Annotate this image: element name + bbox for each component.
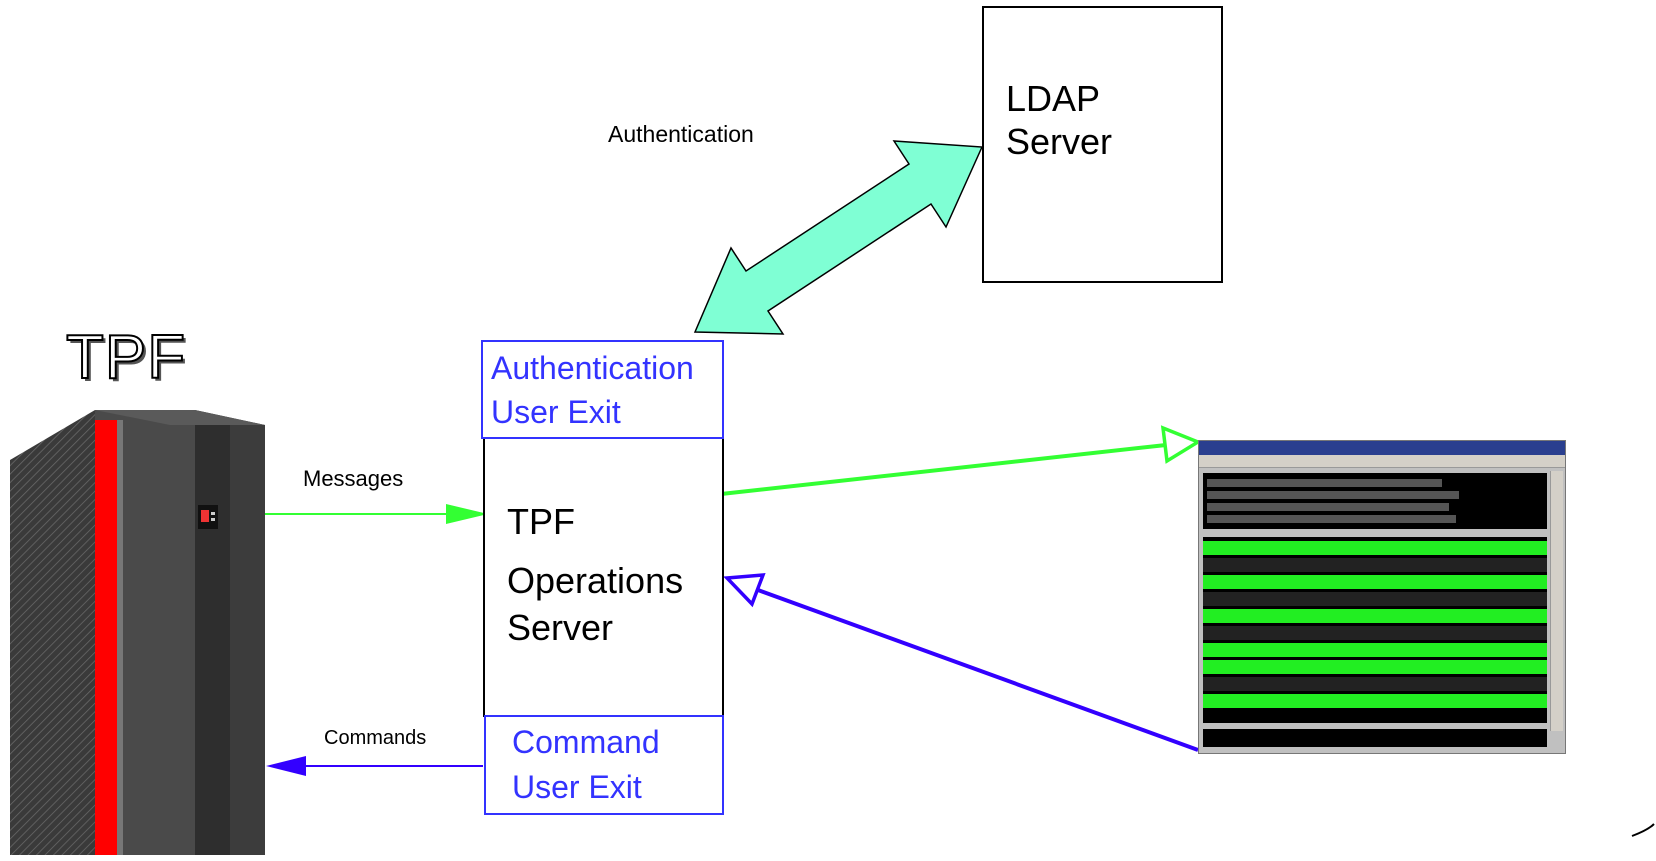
command-user-exit-box: Command User Exit: [484, 715, 724, 815]
ldap-server-box: LDAP Server: [982, 6, 1223, 283]
server-label-line2: Operations: [507, 560, 684, 601]
authentication-double-arrow: [693, 140, 984, 335]
ldap-server-label-line1: LDAP: [1006, 78, 1101, 119]
mainframe-rack-icon: [10, 410, 265, 855]
ldap-server-label-line2: Server: [1006, 121, 1113, 162]
cmd-exit-label-line2: User Exit: [512, 769, 642, 805]
messages-arrow: [265, 504, 488, 524]
server-to-console-arrow: [711, 425, 1202, 497]
corner-curve: [1631, 823, 1655, 837]
authentication-user-exit-box: Authentication User Exit: [481, 340, 724, 439]
tpf-title: TPF: [65, 322, 187, 393]
messages-arrow-label: Messages: [303, 466, 404, 491]
operations-server-box: TPF Operations Server: [483, 437, 724, 717]
server-label-line1: TPF: [507, 501, 575, 542]
commands-arrow-label: Commands: [324, 727, 427, 749]
console-to-server-arrow: [723, 573, 1199, 752]
server-label-line3: Server: [507, 607, 614, 648]
commands-arrow: [266, 756, 483, 776]
cmd-exit-label-line1: Command: [512, 724, 660, 760]
auth-exit-label-line2: User Exit: [491, 394, 621, 430]
authentication-arrow-label: Authentication: [608, 121, 754, 147]
auth-exit-label-line1: Authentication: [491, 350, 694, 386]
console-window-icon: [1198, 440, 1566, 754]
